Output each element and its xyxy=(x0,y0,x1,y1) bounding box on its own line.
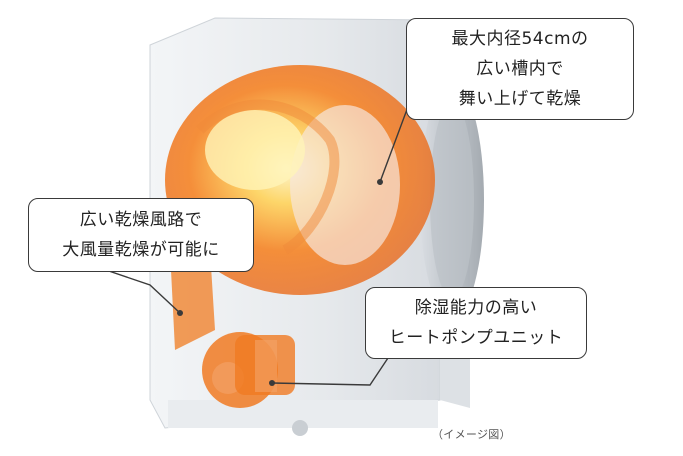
callout-text: 広い槽内で xyxy=(476,59,564,79)
foot xyxy=(292,420,308,436)
callout-drying-duct: 広い乾燥風路で 大風量乾燥が可能に xyxy=(28,198,254,272)
leader-dot-heatpump xyxy=(269,380,275,386)
leader-dot-drum xyxy=(377,179,383,185)
leader-dot-duct xyxy=(177,310,183,316)
callout-drum-capacity: 最大内径54cmの 広い槽内で 舞い上げて乾燥 xyxy=(406,18,634,120)
callout-text: 除湿能力の高い xyxy=(414,298,538,318)
callout-text: 大風量乾燥が可能に xyxy=(62,240,220,260)
callout-text: 広い乾燥風路で xyxy=(79,210,203,230)
callout-heat-pump: 除湿能力の高い ヒートポンプユニット xyxy=(365,287,587,359)
callout-text: ヒートポンプユニット xyxy=(388,328,564,348)
callout-text: 最大内径54cmの xyxy=(451,29,589,49)
image-caption: （イメージ図） xyxy=(432,428,511,441)
heat-pump-unit xyxy=(170,250,295,408)
callout-text: 舞い上げて乾燥 xyxy=(458,89,582,109)
